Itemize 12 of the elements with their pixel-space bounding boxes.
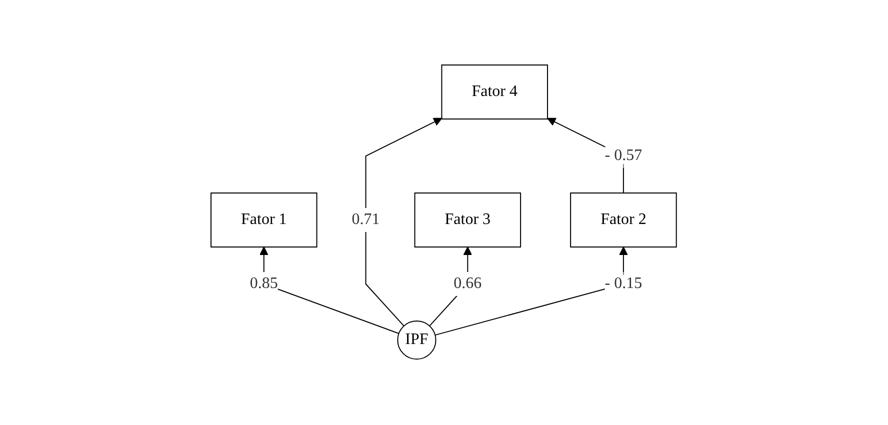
node-circle: IPF <box>398 320 437 360</box>
edge-label: 0.71 <box>352 211 380 228</box>
edge-label: 0.66 <box>454 275 482 292</box>
node-box: Fator 2 <box>570 192 678 248</box>
node-box: Fator 1 <box>210 192 318 248</box>
arrow <box>366 118 442 327</box>
node-box: Fator 4 <box>442 64 548 120</box>
arrow <box>434 247 628 336</box>
edge-label: - 0.15 <box>605 275 642 292</box>
node-box: Fator 3 <box>414 192 522 248</box>
edge-label: - 0.57 <box>605 147 642 164</box>
edge-label: 0.85 <box>250 275 278 292</box>
